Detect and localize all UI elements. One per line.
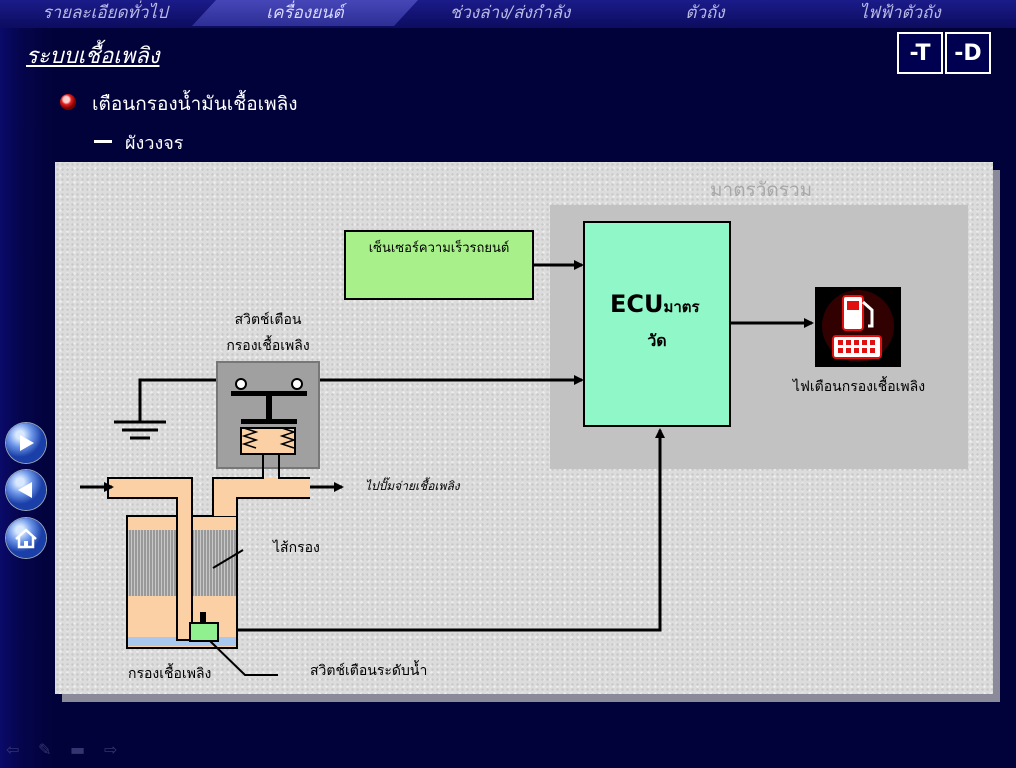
forward-arrow-icon[interactable]: ⇨ [104,740,118,759]
bullet-icon [60,94,76,110]
home-button[interactable] [6,518,46,558]
meter-cluster-title: มาตรวัดรวม [710,179,812,201]
water-switch-to-ecu-wire [215,428,665,632]
filter-switch-label-line2: กรองเชื้อเพลิง [226,335,309,354]
screen-icon[interactable]: ▬ [70,740,86,759]
tab-chassis-drivetrain[interactable]: ช่วงล่าง/ส่งกำลัง [449,3,571,23]
top-navigation-bar: รายละเอียดทั่วไป เครื่องยนต์ ช่วงล่าง/ส่… [0,0,1016,28]
ecu-label-line2: วัด [647,331,666,350]
fuel-filter-label: กรองเชื้อเพลิง [128,663,211,682]
home-icon [15,528,37,549]
active-tab-highlight [192,0,418,26]
tab-body-electrical[interactable]: ไฟฟ้าตัวถัง [859,3,941,23]
ecu-box [583,221,731,427]
warning-light-label: ไฟเตือนกรองเชื้อเพลิง [792,376,925,395]
water-level-switch-stem [200,612,206,624]
to-pump-label: ไปปั๊มจ่ายเชื้อเพลิง [365,477,461,493]
water-switch-leader [209,640,278,676]
mode-d-button[interactable]: -D [945,32,991,74]
dash-icon [94,140,112,143]
ecu-label: ECUมาตร [610,290,701,318]
page-title: ระบบเชื้อเพลิง [26,44,160,69]
speed-sensor-box [344,230,534,300]
arrow-left-icon [18,482,32,498]
next-button[interactable] [6,423,46,463]
filter-element-left [128,530,176,596]
arrow-right-icon [20,435,34,451]
speed-sensor-label: เซ็นเซอร์ความเร็วรถยนต์ [369,238,510,256]
water-level-switch [189,622,219,642]
tab-general-details[interactable]: รายละเอียดทั่วไป [42,3,168,23]
tab-engine[interactable]: เครื่องยนต์ [266,3,344,23]
section-heading: เตือนกรองน้ำมันเชื้อเพลิง [92,93,298,115]
filter-element-label: ไส้กรอง [272,539,320,556]
back-arrow-icon[interactable]: ⇦ [6,740,20,759]
switch-contact-icon [231,378,307,449]
filter-switch-label-line1: สวิตช์เตือน [235,311,302,328]
ground-icon [114,380,166,440]
filter-element-right [193,530,236,596]
diagram-panel: มาตรวัดรวม เซ็นเซอร์ความเร็วรถยนต์ ECUมา… [55,162,993,694]
pen-icon[interactable]: ✎ [38,740,52,759]
tab-body[interactable]: ตัวถัง [685,3,725,23]
switch-to-ecu-wire [138,375,584,420]
water-level-switch-label: สวิตช์เตือนระดับน้ำ [310,660,427,679]
circuit-diagram: มาตรวัดรวม เซ็นเซอร์ความเร็วรถยนต์ ECUมา… [80,179,968,682]
fuel-filter-warning-light-icon [815,287,901,367]
filter-element-leader [212,549,244,569]
mode-t-button[interactable]: -T [897,32,943,74]
previous-button[interactable] [6,470,46,510]
section-subheading: ผังวงจร [125,133,184,154]
